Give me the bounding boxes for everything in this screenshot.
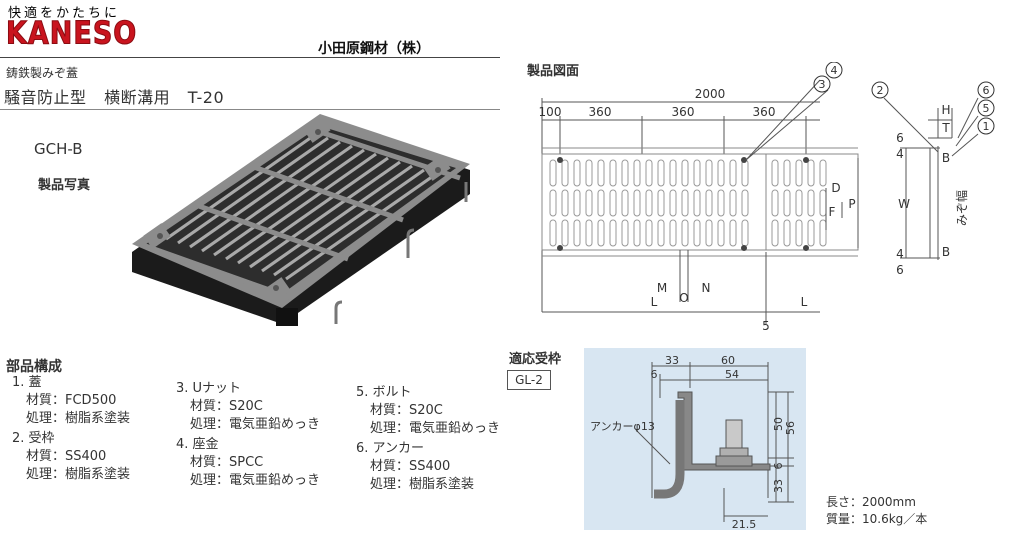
kaneso-logo: KANESO [5,15,138,53]
drawing-heading: 製品図面 [527,64,580,79]
dim-360c: 360 [753,105,776,119]
part-3: 3. Uナット 材質：S20C 処理：電気亜鉛めっき [176,380,320,434]
part-5: 5. ボルト 材質：S20C 処理：電気亜鉛めっき [356,384,500,438]
part-1: 1. 蓋 材質：FCD500 処理：樹脂系塗装 [12,374,130,428]
dim-2000: 2000 [695,87,726,101]
frame-dim-54: 54 [725,368,739,381]
frame-dim-60: 60 [721,354,735,367]
dim-F: F [829,205,836,219]
dim-360b: 360 [672,105,695,119]
product-divider [0,109,500,110]
part-6: 6. アンカー 材質：SS400 処理：樹脂系塗装 [356,440,474,494]
dim-L2: L [801,295,808,309]
frame-dim-50: 50 [772,417,785,431]
frame-dim-6b: 6 [772,463,785,470]
part-4: 4. 座金 材質：SPCC 処理：電気亜鉛めっき [176,436,320,490]
product-photo [132,114,470,326]
dim-L1: L [651,295,658,309]
anchor-label: アンカーφ13 [590,420,655,433]
part-3-treatment: 処理：電気亜鉛めっき [190,417,321,432]
dim-M: M [657,281,667,295]
dim-P: P [848,197,855,211]
frame-length: 長さ：2000mm [826,495,916,509]
part-2-name: 2. 受枠 [12,431,55,446]
frame-drawing: 33 60 6 54 50 56 6 33 21.5 アンカーφ13 [584,348,806,530]
product-load: T-20 [187,88,225,107]
frame-dim-33a: 33 [665,354,679,367]
part-3-material: 材質：S20C [190,399,263,414]
part-2-material: 材質：SS400 [26,449,107,464]
product-drawing: 2000 100 360 360 360 L L 5 M O N D F P H… [539,62,995,333]
parts-heading: 部品構成 [6,359,62,375]
dim-D: D [831,181,840,195]
part-5-material: 材質：S20C [370,403,443,418]
tagline: 快適をかたちに [8,6,121,21]
fitting-frame-heading: 適応受枠 [509,352,562,367]
dim-100: 100 [539,105,562,119]
frame-spec: 長さ：2000mm 質量：10.6kg／本 [826,494,927,528]
frame-model-box: GL-2 [507,370,551,390]
callout-1: 1 [983,120,990,133]
product-line: 騒音防止型 横断溝用 T-20 [4,84,236,108]
part-6-treatment: 処理：樹脂系塗装 [370,477,475,492]
part-4-treatment: 処理：電気亜鉛めっき [190,473,321,488]
header-divider [0,57,500,58]
dim-6b: 6 [896,263,904,277]
part-3-name: 3. Uナット [176,381,242,396]
dim-4a: 4 [896,147,904,161]
callout-5: 5 [983,102,990,115]
frame-dim-21-5: 21.5 [732,518,757,530]
frame-dim-33b: 33 [772,479,785,493]
dim-4b: 4 [896,247,904,261]
part-4-material: 材質：SPCC [190,455,264,470]
callout-4: 4 [831,64,838,77]
part-1-treatment: 処理：樹脂系塗装 [26,411,131,426]
company-name: 小田原鋼材（株） [318,41,430,57]
product-usage: 横断溝用 [104,88,171,107]
dim-B2: B [942,245,950,259]
dim-mizohaba: みぞ幅 [954,190,969,226]
dim-360a: 360 [589,105,612,119]
frame-dim-6a: 6 [651,368,658,381]
callout-6: 6 [983,84,990,97]
part-5-treatment: 処理：電気亜鉛めっき [370,421,501,436]
part-5-name: 5. ボルト [356,385,412,400]
callout-2: 2 [877,84,884,97]
model-number: GCH-B [34,140,83,158]
dim-W: W [898,197,910,211]
product-type: 騒音防止型 [4,88,87,107]
part-1-material: 材質：FCD500 [26,393,117,408]
part-2-treatment: 処理：樹脂系塗装 [26,467,131,482]
part-4-name: 4. 座金 [176,437,219,452]
dim-B1: B [942,151,950,165]
callout-3: 3 [819,78,826,91]
product-category: 鋳鉄製みぞ蓋 [6,66,79,80]
dim-H: H [941,103,950,117]
dim-5: 5 [762,319,770,333]
frame-mass: 質量：10.6kg／本 [826,512,928,526]
part-6-material: 材質：SS400 [370,459,451,474]
dim-O: O [679,291,688,305]
photo-heading: 製品写真 [38,178,91,193]
dim-N: N [702,281,711,295]
part-1-name: 1. 蓋 [12,375,42,390]
frame-dim-56: 56 [784,421,797,435]
dim-6a: 6 [896,131,904,145]
dim-T: T [941,121,950,135]
part-6-name: 6. アンカー [356,441,425,456]
part-2: 2. 受枠 材質：SS400 処理：樹脂系塗装 [12,430,130,484]
